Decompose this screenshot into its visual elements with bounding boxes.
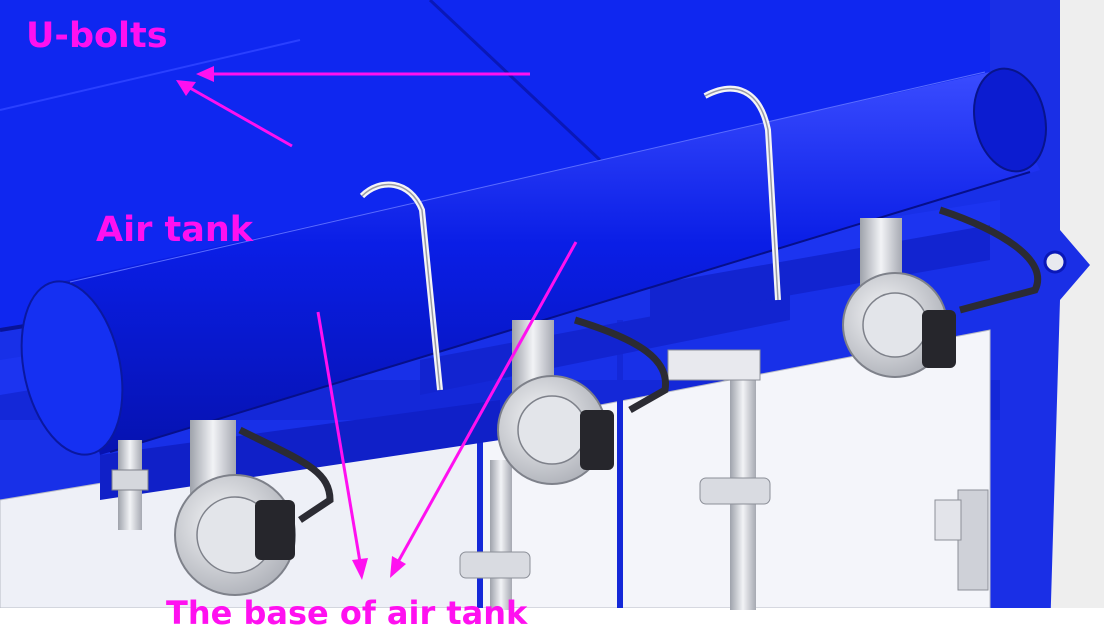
pulse-valve-right xyxy=(842,206,1042,378)
door-hinge xyxy=(934,499,962,541)
roof-seam xyxy=(0,39,301,111)
support-pipe xyxy=(490,460,512,610)
air-tank-seam xyxy=(69,71,986,283)
air-tank-body xyxy=(60,72,1040,455)
arrow-head xyxy=(196,66,214,82)
air-tank-end-cap xyxy=(973,67,1047,173)
pipe-clamp xyxy=(667,349,761,381)
frame-hole xyxy=(1043,250,1067,274)
drain-valve xyxy=(111,440,149,530)
annotation-arrows xyxy=(176,66,578,580)
roof-seam xyxy=(428,0,602,162)
arrow-ubolt-diagonal xyxy=(189,86,293,148)
arrow-head xyxy=(390,556,406,578)
label-u-bolts: U-bolts xyxy=(26,16,168,56)
pipe-clamp xyxy=(459,551,531,579)
u-bolt xyxy=(704,88,779,301)
arrow-head xyxy=(352,558,368,580)
tank-base-bracket xyxy=(650,225,990,320)
arrow-base-right xyxy=(396,241,578,563)
air-tank-end-cap xyxy=(20,280,124,456)
bottom-band xyxy=(0,608,1104,635)
pulse-valve-middle xyxy=(497,316,670,485)
pulse-valve-left xyxy=(174,420,334,596)
pipe-clamp xyxy=(699,477,771,505)
arrow-head xyxy=(176,80,196,96)
u-bolt xyxy=(361,183,441,391)
door-hinge xyxy=(957,489,989,591)
label-air-tank: Air tank xyxy=(96,210,254,250)
arrow-base-left xyxy=(316,311,362,563)
label-tank-base: The base of air tank xyxy=(166,594,528,632)
